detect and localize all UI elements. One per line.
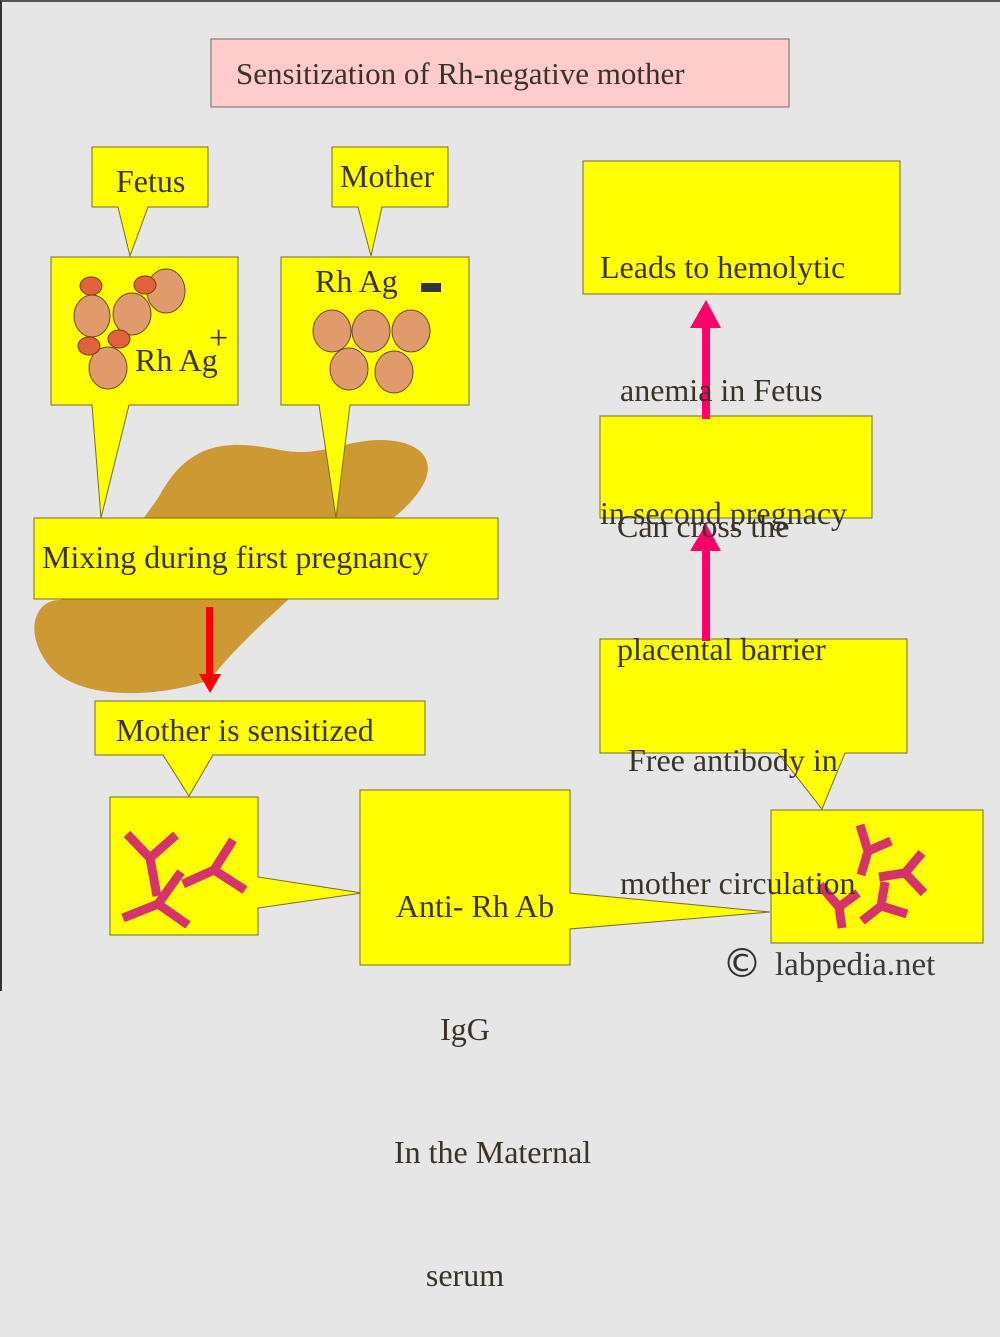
rh-negative-sign: − [421, 283, 441, 292]
left-antibodies [121, 830, 248, 929]
red-blood-cell-icon [391, 309, 431, 353]
antibody-icon [878, 850, 928, 897]
title-box [210, 38, 790, 108]
cross-barrier-line: placental barrier [617, 631, 826, 667]
red-blood-cell-icon [88, 346, 128, 390]
fetus-callout [91, 146, 209, 258]
sensitized-label: Mother is sensitized [116, 712, 374, 748]
mixing-label: Mixing during first pregnancy [42, 539, 429, 575]
right-antibodies [816, 823, 928, 929]
red-blood-cell-icon [351, 309, 391, 353]
rh-antigen-icon [79, 276, 103, 296]
sensitized-callout [94, 700, 426, 797]
left-antibody-box [109, 796, 363, 936]
center-line: In the Maternal [394, 1134, 592, 1170]
cross-barrier-box [599, 415, 873, 519]
rh-antigen-icon [77, 336, 101, 356]
outcome-text: Leads to hemolytic anemia in Fetus in se… [600, 165, 847, 575]
arrow-down-icon [199, 607, 221, 693]
rh-antigen-icon [133, 275, 157, 295]
fetus-label: Fetus [116, 163, 186, 199]
arrow-up-icon [690, 300, 721, 419]
center-box [359, 789, 771, 966]
watermark-text: labpedia.net [775, 947, 936, 983]
rh-positive-sign: + [209, 320, 229, 357]
arrow-up-icon [690, 524, 721, 641]
cross-barrier-line: Can cross the [617, 508, 790, 544]
free-antibody-text: Free antibody in mother circulation [620, 658, 855, 945]
rh-antigen-icon [107, 329, 131, 349]
antibody-icon [123, 830, 179, 897]
fetus-rh-antigen-label: Rh Ag [135, 342, 218, 378]
copyright-icon: © [722, 941, 762, 987]
center-line: Anti- Rh Ab [395, 888, 555, 924]
antibody-icon [121, 869, 191, 929]
mixing-box [33, 517, 499, 600]
right-antibody-box [770, 809, 984, 944]
diagram-canvas [33, 38, 984, 966]
center-line: serum [425, 1257, 505, 1293]
antibody-icon [181, 837, 248, 894]
diagram-frame [0, 0, 1000, 991]
free-antibody-line: Free antibody in [628, 742, 838, 778]
red-blood-cell-icon [329, 347, 369, 391]
outcome-line: Leads to hemolytic [600, 249, 846, 285]
red-blood-cell-icon [374, 350, 414, 394]
mother-label: Mother [340, 158, 435, 194]
center-text: Anti- Rh Ab IgG In the Maternal serum [362, 804, 592, 1337]
cross-barrier-text: Can cross the placental barrier [617, 424, 826, 711]
page-title: Sensitization of Rh-negative mother [236, 56, 685, 91]
rh-antigens [77, 275, 157, 356]
center-line: IgG [440, 1011, 490, 1047]
maternal-red-blood-cells [312, 309, 431, 394]
outcome-box [582, 160, 901, 295]
antibody-icon [816, 882, 861, 929]
red-blood-cell-icon [312, 309, 352, 353]
antibody-icon [855, 823, 893, 877]
fetal-red-blood-cells [73, 268, 186, 390]
mother-callout [331, 146, 449, 257]
antibody-icon [859, 881, 909, 925]
free-antibody-callout [599, 638, 908, 810]
outcome-line: anemia in Fetus [620, 372, 823, 408]
mother-rh-antigen-label: Rh Ag [315, 263, 398, 299]
red-blood-cell-icon [112, 292, 152, 336]
red-blood-cell-icon [73, 294, 111, 338]
free-antibody-line: mother circulation [620, 865, 856, 901]
outcome-line: in second pregnacy [600, 495, 848, 531]
